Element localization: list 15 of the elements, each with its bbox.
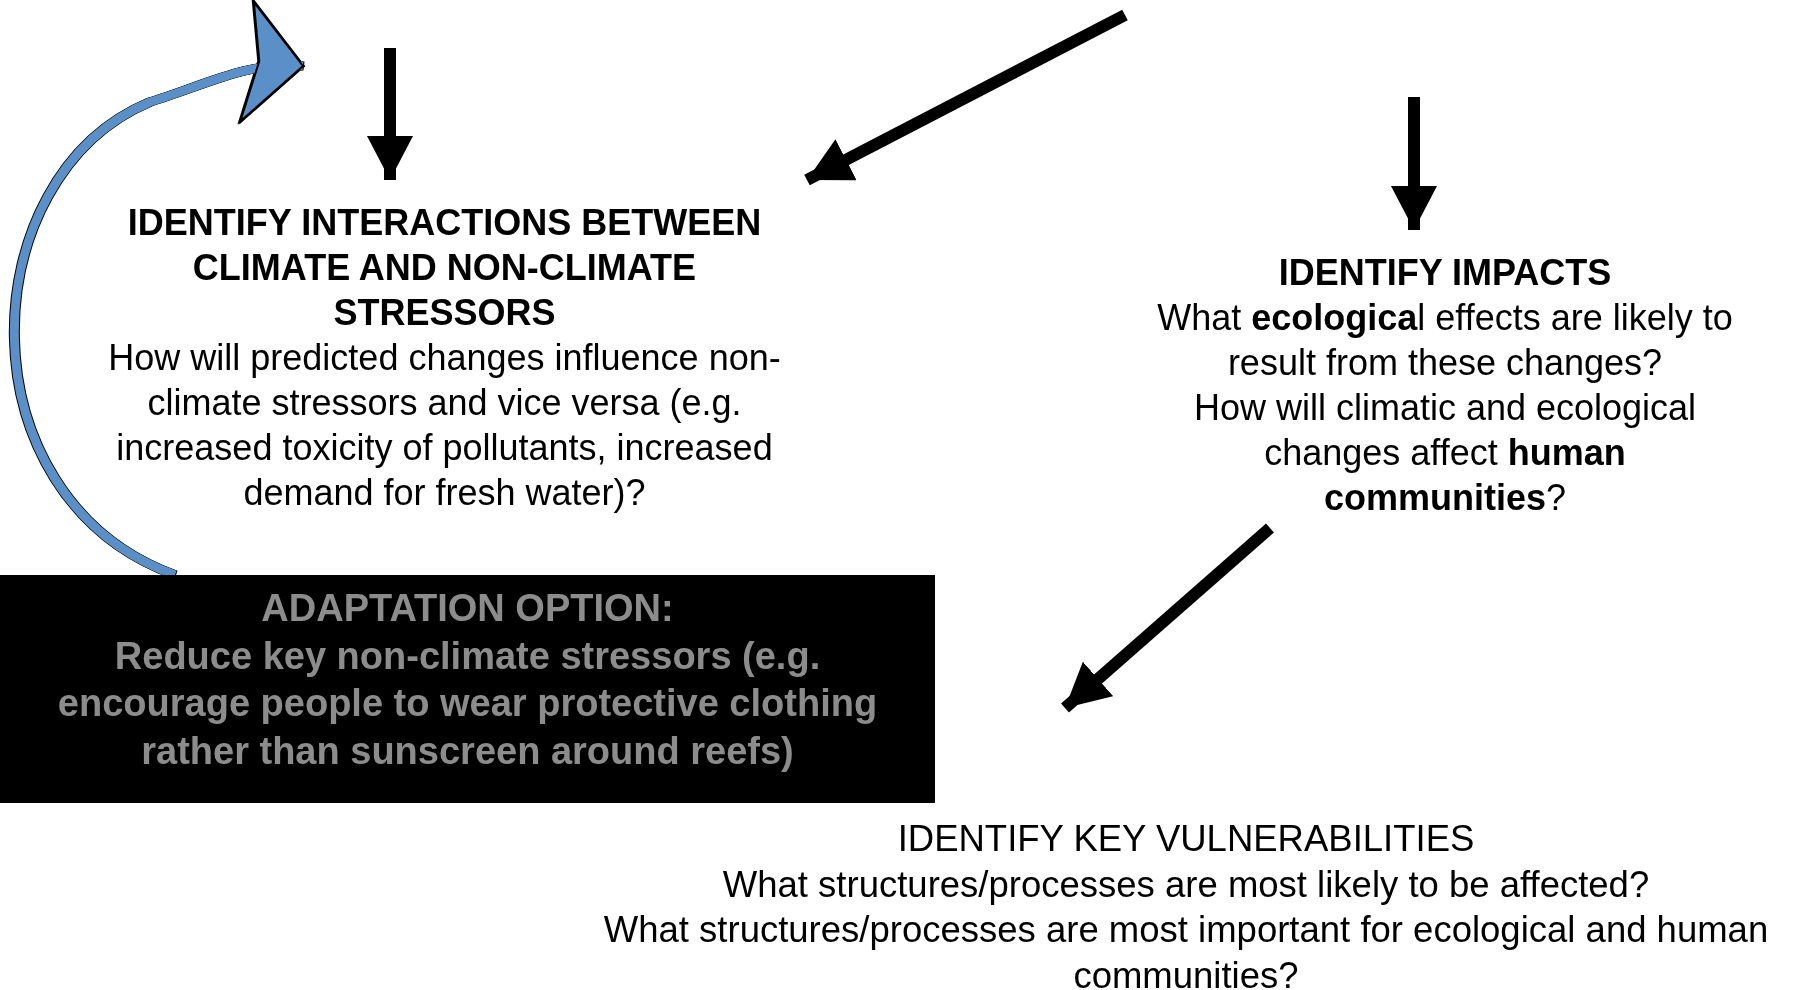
step-heading: IDENTIFY IMPACTS <box>1277 251 1613 295</box>
arrow <box>1061 523 1274 713</box>
step-question: How will climatic and ecological changes affect human communities? <box>1192 386 1698 520</box>
option-text: Reduce key non-climate stressors (e.g. encourage people to wear protective clothing rather than sunscreen around reefs) <box>56 633 879 774</box>
option-heading: ADAPTATION OPTION: <box>260 586 675 631</box>
arrow <box>804 9 1128 186</box>
arrow <box>1391 97 1437 230</box>
option-box <box>0 575 935 803</box>
step-question: What ecological effects are likely to result from these changes? <box>1156 296 1734 385</box>
step-question: What structures/processes are most likely to be affected? <box>721 862 1651 907</box>
step-heading: IDENTIFY KEY VULNERABILITIES <box>896 817 1476 861</box>
step-question: How will predicted changes influence non-climate stressors and vice versa (e.g. increased toxicity of pollutants, increased demand for fresh water)? <box>107 336 782 515</box>
step-heading: IDENTIFY INTERACTIONS BETWEEN CLIMATE AND NON-CLIMATE STRESSORS <box>126 201 763 335</box>
arrow <box>367 48 413 180</box>
step-question: What structures/processes are most important for ecological and human communities? <box>602 908 1770 990</box>
